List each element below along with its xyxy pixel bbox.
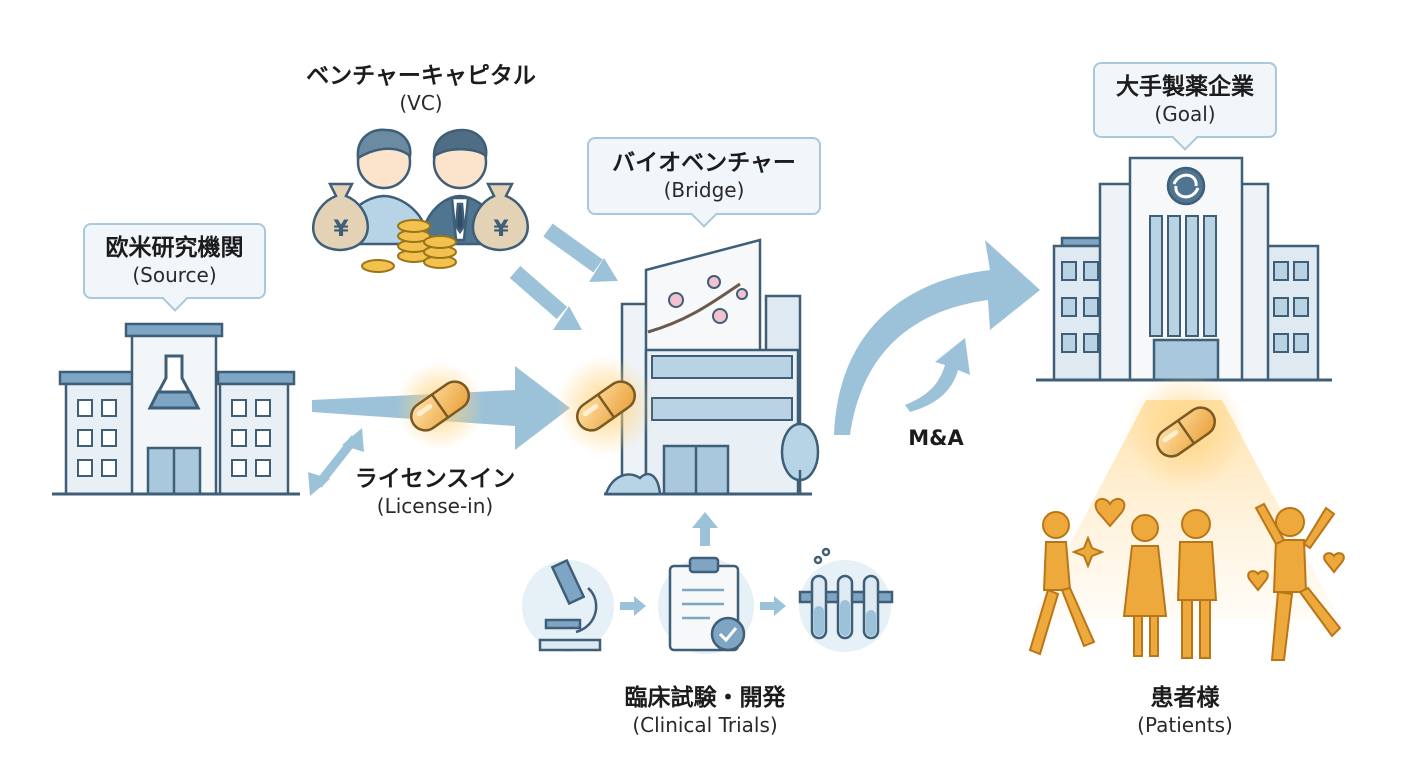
money-bag-yen-icon: ¥ — [312, 182, 369, 252]
capsule-icon — [556, 356, 656, 456]
coin-stack-icon — [361, 219, 457, 273]
source-label-en: (Source) — [132, 263, 217, 287]
capsule-icon — [396, 362, 484, 450]
flask-icon — [147, 354, 201, 410]
capsule-icon — [1126, 372, 1246, 492]
bio-label-ja: バイオベンチャー — [612, 150, 796, 176]
patients-label: 患者様 (Patients) — [1110, 684, 1260, 738]
ma-small-arrow — [905, 338, 970, 412]
vc-label: ベンチャーキャピタル (VC) — [288, 62, 554, 116]
vc-investors-group: ¥ ¥ — [312, 128, 529, 273]
pharma-headquarters-icon — [1036, 156, 1332, 382]
tree-icon — [780, 422, 820, 494]
ma-curve-arrow — [834, 240, 1040, 435]
light-beam — [1030, 400, 1340, 620]
clipboard-check-icon — [668, 556, 746, 652]
license-label-ja: ライセンスイン — [354, 466, 516, 492]
vc-label-ja: ベンチャーキャピタル — [306, 63, 536, 89]
pharma-label-en: (Goal) — [1154, 102, 1216, 126]
vc-funding-arrows — [509, 223, 618, 330]
license-label-en: (License-in) — [376, 494, 494, 518]
license-label: ライセンスイン (License-in) — [330, 465, 540, 519]
test-tubes-icon — [798, 547, 894, 640]
money-bag-yen-icon: ¥ — [471, 182, 529, 252]
bio-label-bubble: バイオベンチャー (Bridge) — [587, 137, 821, 215]
clinical-label: 臨床試験・開発 (Clinical Trials) — [590, 684, 820, 738]
two-way-arrow — [308, 428, 364, 496]
clinical-icons — [522, 547, 894, 654]
biotech-building-icon — [604, 238, 820, 496]
svg-text:¥: ¥ — [493, 217, 509, 242]
vc-label-en: (VC) — [399, 91, 443, 115]
bio-label-en: (Bridge) — [663, 178, 745, 202]
ma-label-text: M&A — [908, 426, 964, 450]
svg-text:¥: ¥ — [333, 217, 349, 242]
clinical-label-en: (Clinical Trials) — [632, 713, 778, 737]
source-label-bubble: 欧米研究機関 (Source) — [83, 223, 266, 299]
ma-label: M&A — [896, 424, 976, 452]
patients-label-en: (Patients) — [1137, 713, 1233, 737]
patients-label-ja: 患者様 — [1150, 685, 1220, 711]
pharma-label-ja: 大手製薬企業 — [1116, 74, 1254, 100]
clinical-up-arrow — [692, 512, 718, 546]
microscope-icon — [538, 558, 602, 652]
clinical-step-arrows — [620, 596, 786, 616]
clinical-label-ja: 臨床試験・開発 — [624, 685, 786, 711]
company-logo-icon — [1166, 166, 1206, 206]
research-institute-building-icon — [52, 322, 300, 496]
happy-patients-icon — [1028, 497, 1345, 661]
pharma-label-bubble: 大手製薬企業 (Goal) — [1093, 62, 1277, 138]
source-label-ja: 欧米研究機関 — [105, 235, 244, 261]
cherry-blossom-mural — [647, 275, 748, 334]
